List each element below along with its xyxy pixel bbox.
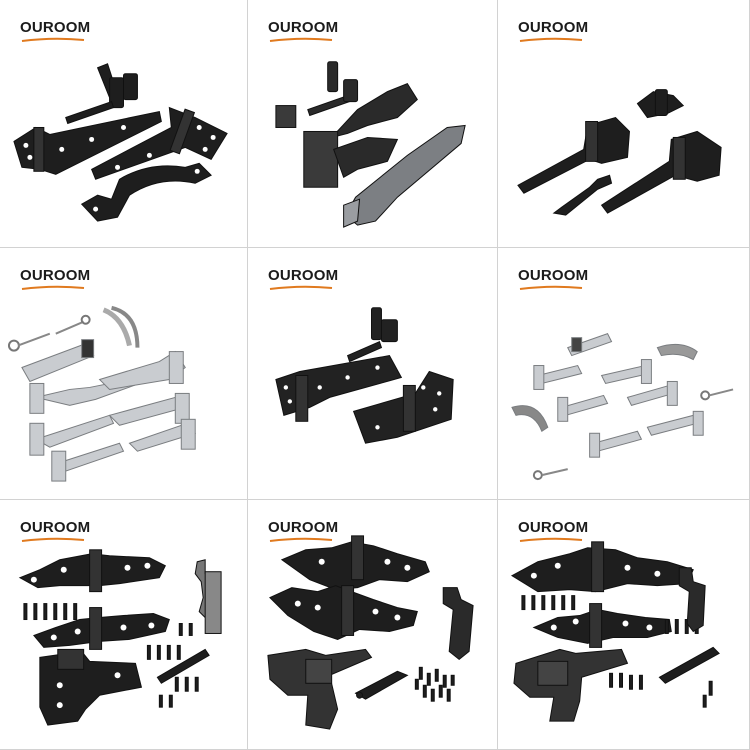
- brand-name: OUROOM: [20, 267, 91, 284]
- gravity-latch-icon: [513, 648, 629, 722]
- drop-rod-icon: [658, 646, 720, 684]
- brand-logo: OUROOM: [268, 268, 338, 291]
- product-tile-5[interactable]: OUROOM: [248, 248, 498, 500]
- brand-logo: OUROOM: [20, 20, 90, 43]
- drop-rod-icon: [156, 648, 210, 684]
- product-tile-1[interactable]: OUROOM: [0, 0, 248, 248]
- brand-logo: OUROOM: [268, 520, 338, 543]
- t-hinge-icon: [600, 359, 652, 385]
- brand-swoosh-icon: [519, 37, 583, 42]
- hook-eye-icon: [7, 332, 51, 352]
- gravity-latch-icon: [275, 61, 359, 128]
- brand-logo: OUROOM: [20, 520, 90, 543]
- gravity-latch-icon: [346, 307, 398, 363]
- brand-name: OUROOM: [268, 267, 339, 284]
- gate-handle-icon: [194, 559, 222, 634]
- gate-handle-icon: [442, 587, 474, 660]
- brand-swoosh-icon: [269, 537, 333, 542]
- screws-icon: [23, 603, 199, 708]
- gate-handle-icon: [80, 162, 212, 222]
- hardware-photo: [13, 63, 228, 222]
- t-hinge-icon: [98, 350, 186, 390]
- product-tile-4[interactable]: OUROOM: [0, 248, 248, 500]
- screws-icon: [414, 666, 455, 702]
- t-hinge-icon: [29, 414, 115, 456]
- t-hinge-icon: [51, 442, 125, 482]
- heavy-duty-hinge-icon: [510, 541, 694, 593]
- brand-swoosh-icon: [269, 285, 333, 290]
- brand-name: OUROOM: [518, 267, 589, 284]
- t-hinge-icon: [646, 410, 704, 436]
- t-hinge-icon: [517, 116, 630, 194]
- butt-hinge-icon: [352, 370, 454, 444]
- product-tile-7[interactable]: OUROOM: [0, 500, 248, 750]
- product-tile-2[interactable]: OUROOM: [248, 0, 498, 248]
- brand-name: OUROOM: [268, 519, 339, 536]
- brand-logo: OUROOM: [268, 20, 338, 43]
- product-tile-6[interactable]: OUROOM: [498, 248, 750, 500]
- brand-logo: OUROOM: [518, 268, 588, 291]
- brand-swoosh-icon: [21, 285, 85, 290]
- gate-handle-icon: [102, 305, 140, 348]
- t-hinge-icon: [589, 430, 643, 458]
- t-hinge-icon: [533, 364, 583, 390]
- t-hinge-icon: [557, 394, 609, 422]
- hook-eye-icon: [700, 388, 734, 401]
- strap-hinge-icon: [303, 83, 418, 188]
- brand-swoosh-icon: [269, 37, 333, 42]
- heavy-duty-hinge-icon: [532, 603, 672, 648]
- brand-name: OUROOM: [518, 519, 589, 536]
- gravity-latch-icon: [636, 89, 685, 119]
- hardware-photo: [517, 89, 722, 216]
- heavy-duty-hinge-icon: [269, 585, 418, 640]
- t-hinge-icon: [600, 130, 722, 214]
- t-hinge-icon: [90, 106, 228, 180]
- brand-logo: OUROOM: [518, 520, 588, 543]
- hasp-icon: [21, 339, 95, 383]
- brand-swoosh-icon: [21, 537, 85, 542]
- product-tile-9[interactable]: OUROOM: [498, 500, 750, 750]
- t-hinge-icon: [626, 380, 678, 406]
- hardware-photo: [18, 549, 222, 726]
- brand-logo: OUROOM: [518, 20, 588, 43]
- gravity-latch-icon: [267, 648, 373, 730]
- heavy-duty-hinge-icon: [18, 549, 166, 593]
- drop-rod-icon: [354, 670, 409, 700]
- brand-name: OUROOM: [20, 19, 91, 36]
- strap-hinge-icon: [343, 124, 466, 228]
- brand-swoosh-icon: [519, 285, 583, 290]
- brand-name: OUROOM: [20, 519, 91, 536]
- hasp-icon: [567, 333, 613, 357]
- hook-eye-icon: [532, 468, 568, 481]
- hardware-photo: [511, 333, 734, 481]
- hardware-photo: [7, 305, 197, 482]
- heavy-duty-hinge-icon: [280, 535, 430, 591]
- product-tile-3[interactable]: OUROOM: [498, 0, 750, 248]
- brand-logo: OUROOM: [20, 268, 90, 291]
- gravity-latch-icon: [39, 648, 143, 726]
- hardware-photo: [510, 541, 720, 722]
- heavy-duty-hinge-icon: [33, 607, 170, 650]
- product-tile-8[interactable]: OUROOM: [248, 500, 498, 750]
- brand-name: OUROOM: [518, 19, 589, 36]
- t-hinge-icon: [128, 418, 197, 452]
- t-hinge-icon: [13, 110, 162, 175]
- brand-name: OUROOM: [268, 19, 339, 36]
- cane-bolt-icon: [552, 174, 613, 216]
- gravity-latch-icon: [65, 63, 138, 125]
- hardware-photo: [275, 61, 466, 228]
- brand-swoosh-icon: [519, 537, 583, 542]
- t-hinge-icon: [108, 392, 190, 426]
- butt-hinge-icon: [275, 355, 403, 422]
- screws-icon: [521, 595, 713, 708]
- gate-handle-icon: [678, 567, 706, 633]
- gate-handle-icon: [656, 343, 698, 361]
- hook-eye-icon: [55, 314, 91, 335]
- hardware-photo: [267, 535, 474, 730]
- gate-handle-icon: [511, 405, 549, 433]
- hardware-photo: [275, 307, 454, 444]
- brand-swoosh-icon: [21, 37, 85, 42]
